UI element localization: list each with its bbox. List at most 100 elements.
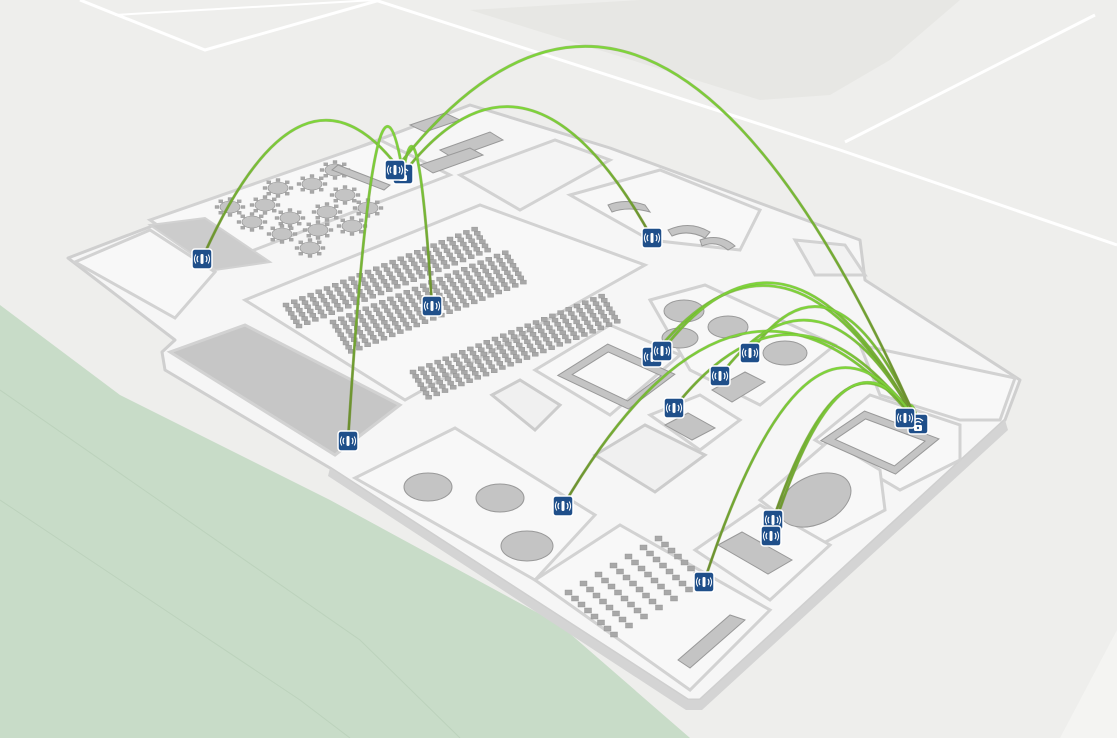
lounge-seating-north	[607, 201, 736, 251]
theater-seat	[345, 329, 353, 334]
theater-seat	[560, 314, 567, 319]
theater-seat	[315, 305, 322, 310]
sensor-marker[interactable]	[709, 365, 731, 387]
theater-seat	[455, 377, 462, 382]
room-service-northeast[interactable]	[792, 238, 868, 277]
banquet-chair	[334, 216, 339, 220]
theater-seat	[487, 277, 495, 282]
theater-seat	[386, 312, 394, 317]
theater-seat	[367, 330, 374, 336]
theater-seat	[421, 319, 429, 324]
theater-seat	[332, 324, 339, 329]
banquet-chair	[296, 182, 302, 186]
connection-link	[393, 45, 920, 426]
theater-seat	[408, 298, 416, 303]
room-service-north[interactable]	[456, 138, 614, 212]
theater-seat	[524, 339, 531, 344]
theater-seat	[490, 281, 497, 286]
banquet-round-table	[500, 530, 554, 562]
room-exhibit-hall-southwest[interactable]	[166, 323, 403, 457]
banquet-chair	[279, 240, 285, 244]
sensor-marker[interactable]	[337, 430, 359, 452]
banquet-chair	[262, 186, 268, 190]
banquet-chair	[322, 182, 328, 186]
sensor-marker[interactable]	[894, 407, 916, 429]
theater-seat	[329, 294, 336, 300]
theater-seat	[375, 327, 382, 332]
theater-seat	[288, 311, 295, 316]
sensor-marker[interactable]	[191, 248, 213, 270]
theater-seat	[518, 347, 525, 352]
banquet-chair	[237, 199, 242, 203]
room-lobby-north[interactable]	[566, 168, 763, 252]
theater-seat	[370, 335, 377, 340]
theater-seat	[554, 338, 561, 343]
sensor-marker[interactable]	[760, 525, 782, 547]
sensor-marker[interactable]	[693, 571, 715, 593]
theater-seat	[423, 374, 430, 380]
theater-seat	[334, 303, 341, 308]
theater-seat	[441, 244, 448, 249]
theater-seat	[507, 258, 514, 264]
theater-seat	[493, 269, 500, 275]
theater-seat	[426, 363, 433, 368]
room-empty-center[interactable]	[592, 423, 708, 494]
theater-seat	[450, 353, 458, 358]
room-partition-center[interactable]	[489, 378, 563, 433]
theater-seat	[293, 303, 300, 309]
theater-seat	[474, 375, 481, 380]
theater-seat	[488, 364, 495, 369]
theater-seat	[449, 256, 456, 262]
banquet-chair	[337, 210, 343, 214]
room-west-entry[interactable]	[71, 228, 218, 320]
theater-seat	[428, 367, 436, 372]
theater-seat	[282, 302, 290, 308]
theater-seat	[345, 304, 352, 309]
boardroom-east-tables	[819, 410, 940, 475]
wireless-sensor-icon	[386, 165, 404, 175]
theater-seat	[557, 310, 564, 315]
theater-seat	[597, 325, 604, 331]
room-east-wing[interactable]	[857, 342, 1017, 422]
theater-seat	[400, 301, 407, 307]
theater-seat	[565, 307, 572, 312]
banquet-chair	[309, 174, 315, 178]
lounge-sofa	[607, 201, 652, 213]
theater-seat	[367, 315, 375, 320]
sensor-marker[interactable]	[641, 227, 663, 249]
sensor-marker[interactable]	[663, 397, 685, 419]
theater-seat	[389, 259, 396, 265]
sensor-marker[interactable]	[421, 295, 443, 317]
sensor-marker[interactable]	[651, 340, 673, 362]
banquet-chair	[272, 209, 277, 213]
theater-seat	[420, 386, 427, 391]
banquet-chair	[289, 226, 294, 230]
theater-seat	[411, 261, 418, 267]
theater-seat	[484, 288, 492, 294]
sensor-marker[interactable]	[384, 159, 406, 181]
theater-seat	[478, 347, 485, 352]
theater-seat	[455, 233, 462, 238]
theater-seat	[337, 291, 344, 296]
device-layer[interactable]	[191, 159, 929, 593]
banquet-chair	[311, 210, 317, 214]
sensor-marker[interactable]	[552, 495, 574, 517]
theater-seat	[501, 282, 508, 287]
theater-seat	[471, 242, 478, 248]
theater-seat	[397, 272, 404, 277]
theater-seat	[491, 352, 498, 358]
classroom-seat	[605, 604, 614, 611]
theater-seat	[389, 300, 397, 306]
banquet-chair	[266, 180, 271, 184]
theater-seat	[320, 298, 328, 303]
banquet-chair	[278, 210, 283, 214]
theater-seat	[392, 305, 399, 310]
theater-seat	[565, 323, 572, 328]
road-line	[844, 13, 1096, 144]
theater-seat	[291, 299, 298, 304]
theater-seat	[479, 280, 486, 285]
sensor-marker[interactable]	[739, 342, 761, 364]
theater-seat	[395, 309, 402, 314]
